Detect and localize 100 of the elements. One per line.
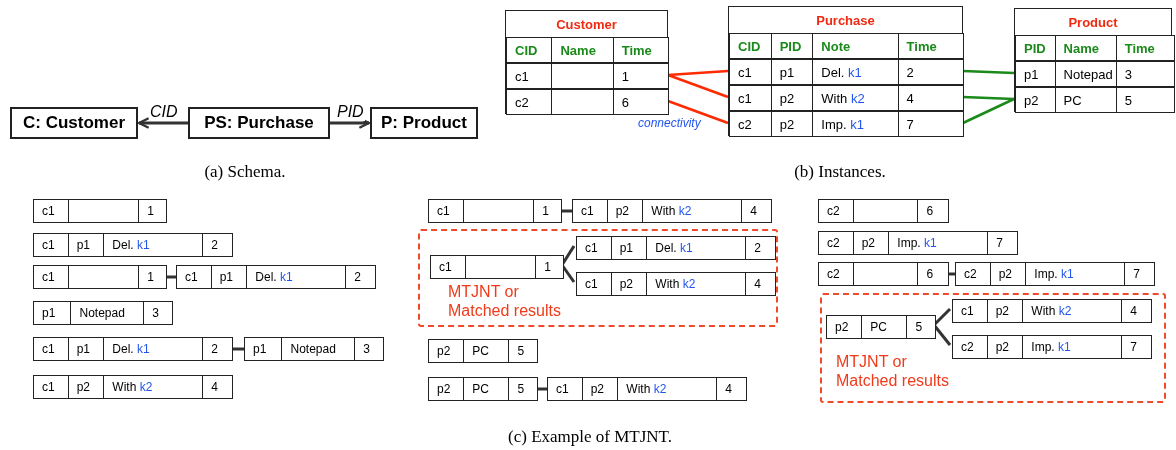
group-label: MTJNT or Matched results	[448, 282, 562, 320]
table-cell: 1	[542, 204, 550, 218]
tuple-record	[818, 199, 949, 223]
connector-line	[962, 95, 1015, 101]
table-row	[506, 89, 669, 115]
table-cell: p2	[995, 304, 1010, 318]
table-cell: PC	[870, 320, 888, 334]
table-cell: c1	[42, 270, 55, 284]
table-cell: 7	[906, 116, 914, 132]
header-row	[729, 33, 964, 59]
table-cell: 7	[996, 236, 1003, 250]
table-cell: 4	[211, 380, 218, 394]
table-cell: c2	[827, 236, 840, 250]
table-cell: c1	[42, 204, 55, 218]
table-cell: 7	[1130, 340, 1137, 354]
table-cell: c1	[42, 380, 55, 394]
table-cell: c1	[437, 204, 450, 218]
table-cell: c2	[738, 116, 752, 132]
tuple-record	[572, 199, 772, 223]
header-row	[1015, 35, 1175, 61]
column-header: Time	[906, 38, 937, 54]
table-cell: Notepad	[290, 342, 336, 356]
tuple-record	[33, 375, 233, 399]
table-cell: p1	[42, 306, 56, 320]
tuple-record	[952, 335, 1152, 359]
connector-line	[667, 99, 729, 125]
arrow	[330, 117, 371, 129]
table-cell: Imp. k1	[821, 116, 864, 132]
tuple-record	[33, 337, 233, 361]
tuple-record	[428, 199, 562, 223]
table-cell: PC	[472, 344, 490, 358]
table-cell: p1	[76, 342, 91, 356]
table-cell: With k2	[626, 382, 667, 396]
column-header: CID	[738, 38, 761, 54]
tuple-record	[33, 301, 173, 325]
table-cell: p2	[619, 277, 634, 291]
connector-line	[667, 73, 729, 99]
table-cell: 4	[725, 382, 732, 396]
table-cell: 5	[915, 320, 923, 334]
connector-line	[562, 209, 572, 213]
table-cell: Del. k1	[821, 64, 862, 80]
table-row	[729, 111, 964, 137]
tuple-record	[33, 199, 167, 223]
figure-caption: (c) Example of MTJNT.	[508, 427, 672, 447]
table-cell: 5	[517, 382, 525, 396]
table-cell: 2	[906, 64, 914, 80]
tuple-record	[33, 233, 233, 257]
table-cell: 1	[544, 260, 552, 274]
table-title: Product	[1068, 14, 1118, 30]
tuple-record	[576, 236, 776, 260]
table-cell: c1	[738, 64, 752, 80]
table-frame	[1014, 8, 1172, 112]
table-cell: p2	[76, 380, 91, 394]
table-cell: p2	[590, 382, 605, 396]
tuple-record	[952, 299, 1152, 323]
table-title: Customer	[556, 16, 617, 32]
tuple-record	[547, 377, 747, 401]
table-cell: p2	[861, 236, 876, 250]
header-row	[506, 37, 669, 63]
table-cell: p1	[1024, 66, 1039, 82]
table-cell: Imp. k1	[1034, 267, 1074, 281]
table-cell: With k2	[821, 90, 865, 106]
table-cell: 6	[926, 204, 934, 218]
table-cell: p2	[998, 267, 1013, 281]
table-cell: 2	[211, 342, 218, 356]
table-cell: With k2	[1031, 304, 1072, 318]
entity-box: P: Product	[370, 107, 478, 139]
figure-caption: (a) Schema.	[204, 162, 286, 182]
column-header: PID	[779, 38, 802, 54]
table-title: Purchase	[816, 12, 875, 28]
table-cell: PC	[472, 382, 490, 396]
table-frame	[505, 10, 668, 114]
table-cell: 3	[363, 342, 371, 356]
table-cell: 2	[354, 270, 361, 284]
table-cell: PC	[1063, 92, 1082, 108]
tuple-record	[244, 337, 384, 361]
edge-label: PID	[336, 103, 365, 121]
table-cell: Notepad	[79, 306, 125, 320]
table-cell: c1	[185, 270, 198, 284]
table-cell: c1	[585, 241, 598, 255]
connector-line	[233, 347, 244, 351]
annotation-text: connectivity	[638, 116, 701, 130]
column-header: Time	[621, 42, 652, 58]
table-cell: c1	[439, 260, 452, 274]
table-cell: c2	[964, 267, 977, 281]
table-cell: With k2	[112, 380, 153, 394]
table-cell: 4	[906, 90, 914, 106]
table-cell: c1	[42, 238, 55, 252]
table-cell: p1	[779, 64, 795, 80]
table-cell: c2	[961, 340, 974, 354]
connector-line	[949, 272, 955, 276]
table-cell: 5	[1124, 92, 1132, 108]
connector-line	[962, 69, 1015, 75]
table-cell: p2	[995, 340, 1010, 354]
table-row	[729, 59, 964, 85]
table-cell: 3	[1124, 66, 1132, 82]
table-cell: c1	[585, 277, 598, 291]
column-header: Note	[821, 38, 851, 54]
table-cell: c1	[738, 90, 752, 106]
connector-line	[538, 387, 547, 391]
